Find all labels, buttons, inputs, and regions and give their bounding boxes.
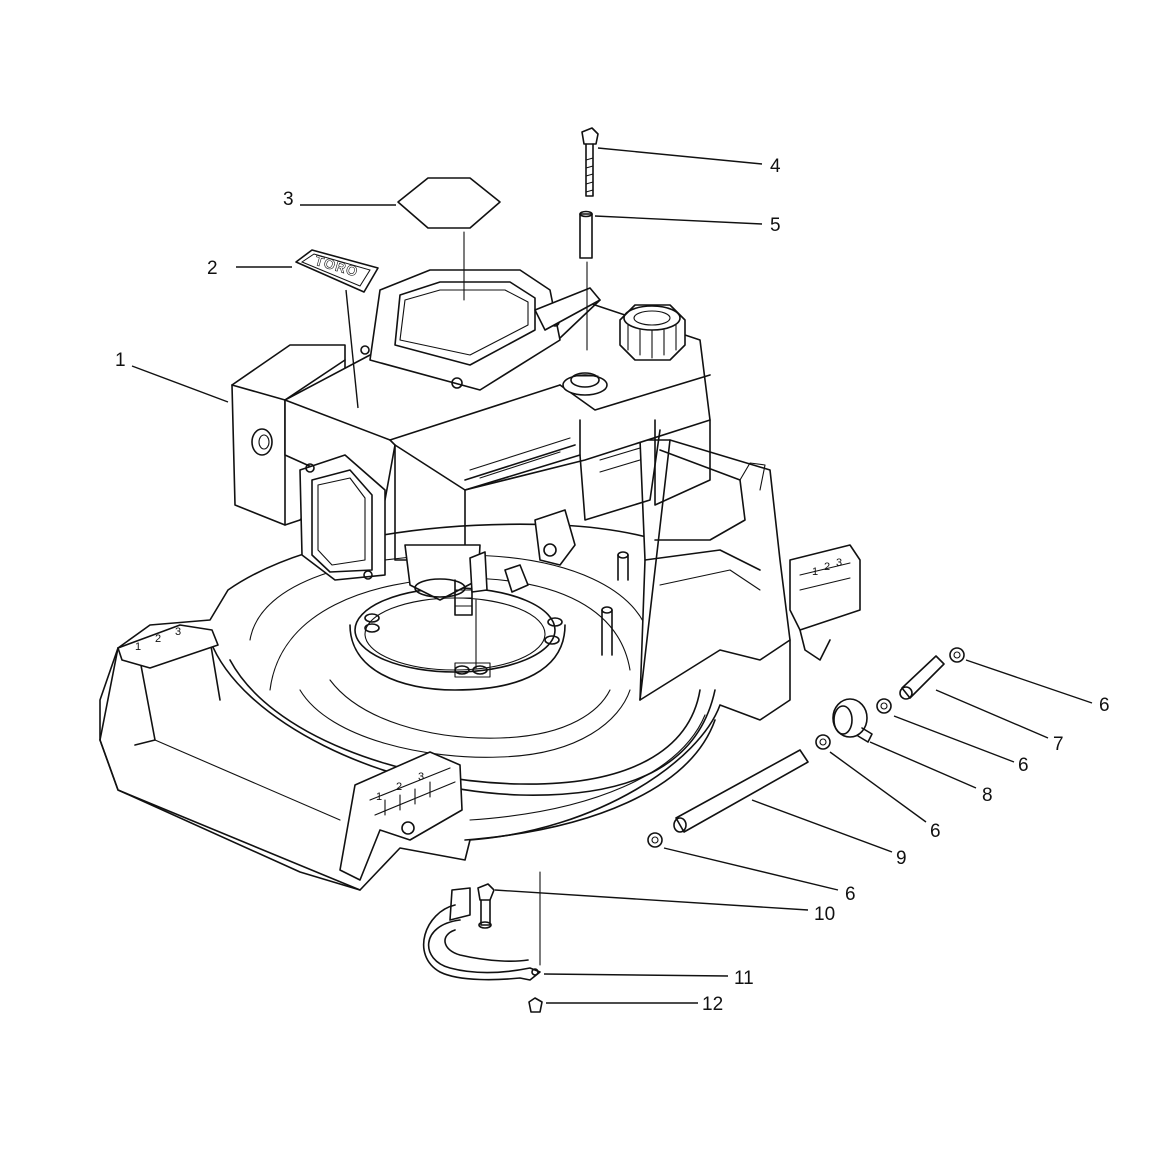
callout-6-upper: 6 xyxy=(1018,755,1029,776)
filter-pad-part xyxy=(397,177,501,229)
height-mark-3-rear-left: 3 xyxy=(175,626,181,638)
height-mark-1-right: 1 xyxy=(812,566,818,578)
height-mark-3-right: 3 xyxy=(836,557,842,569)
short-hose-part xyxy=(899,655,945,700)
callout-11: 11 xyxy=(734,968,754,989)
callout-9: 9 xyxy=(896,848,907,869)
deck-bolt-part xyxy=(477,883,495,929)
height-mark-1-front: 1 xyxy=(376,791,382,803)
callout-7: 7 xyxy=(1053,734,1064,755)
callout-12: 12 xyxy=(702,994,723,1015)
callout-10: 10 xyxy=(814,904,835,925)
callout-8: 8 xyxy=(982,785,993,806)
callout-6-top: 6 xyxy=(1099,695,1110,716)
height-mark-3-front: 3 xyxy=(418,771,424,783)
breather-filter-part xyxy=(832,698,873,743)
toro-badge-part: TORO xyxy=(295,249,379,293)
bolt-part xyxy=(581,127,599,197)
clamp-parts xyxy=(647,647,965,848)
mower-deck: 1 2 3 1 2 3 1 2 3 xyxy=(99,439,861,891)
height-mark-1-rear-left: 1 xyxy=(135,641,141,653)
long-hose-part xyxy=(673,749,809,833)
callout-1: 1 xyxy=(115,350,126,371)
callout-labels: 1 2 3 4 5 6 6 6 6 7 8 9 10 11 12 xyxy=(115,156,1110,1015)
callout-2: 2 xyxy=(207,258,218,279)
callout-6-lower: 6 xyxy=(845,884,856,905)
callout-6-middle: 6 xyxy=(930,821,941,842)
screw-part xyxy=(528,997,543,1013)
height-mark-2-rear-left: 2 xyxy=(155,633,161,645)
callout-5: 5 xyxy=(770,215,781,236)
callout-4: 4 xyxy=(770,156,781,177)
bracket-part xyxy=(422,887,541,981)
leader-lines xyxy=(131,147,1093,1004)
spacer-part xyxy=(579,210,593,259)
height-mark-2-front: 2 xyxy=(396,781,402,793)
assembly-guides xyxy=(463,231,588,966)
callout-3: 3 xyxy=(283,189,294,210)
engine xyxy=(231,269,711,616)
height-mark-2-right: 2 xyxy=(824,561,830,573)
